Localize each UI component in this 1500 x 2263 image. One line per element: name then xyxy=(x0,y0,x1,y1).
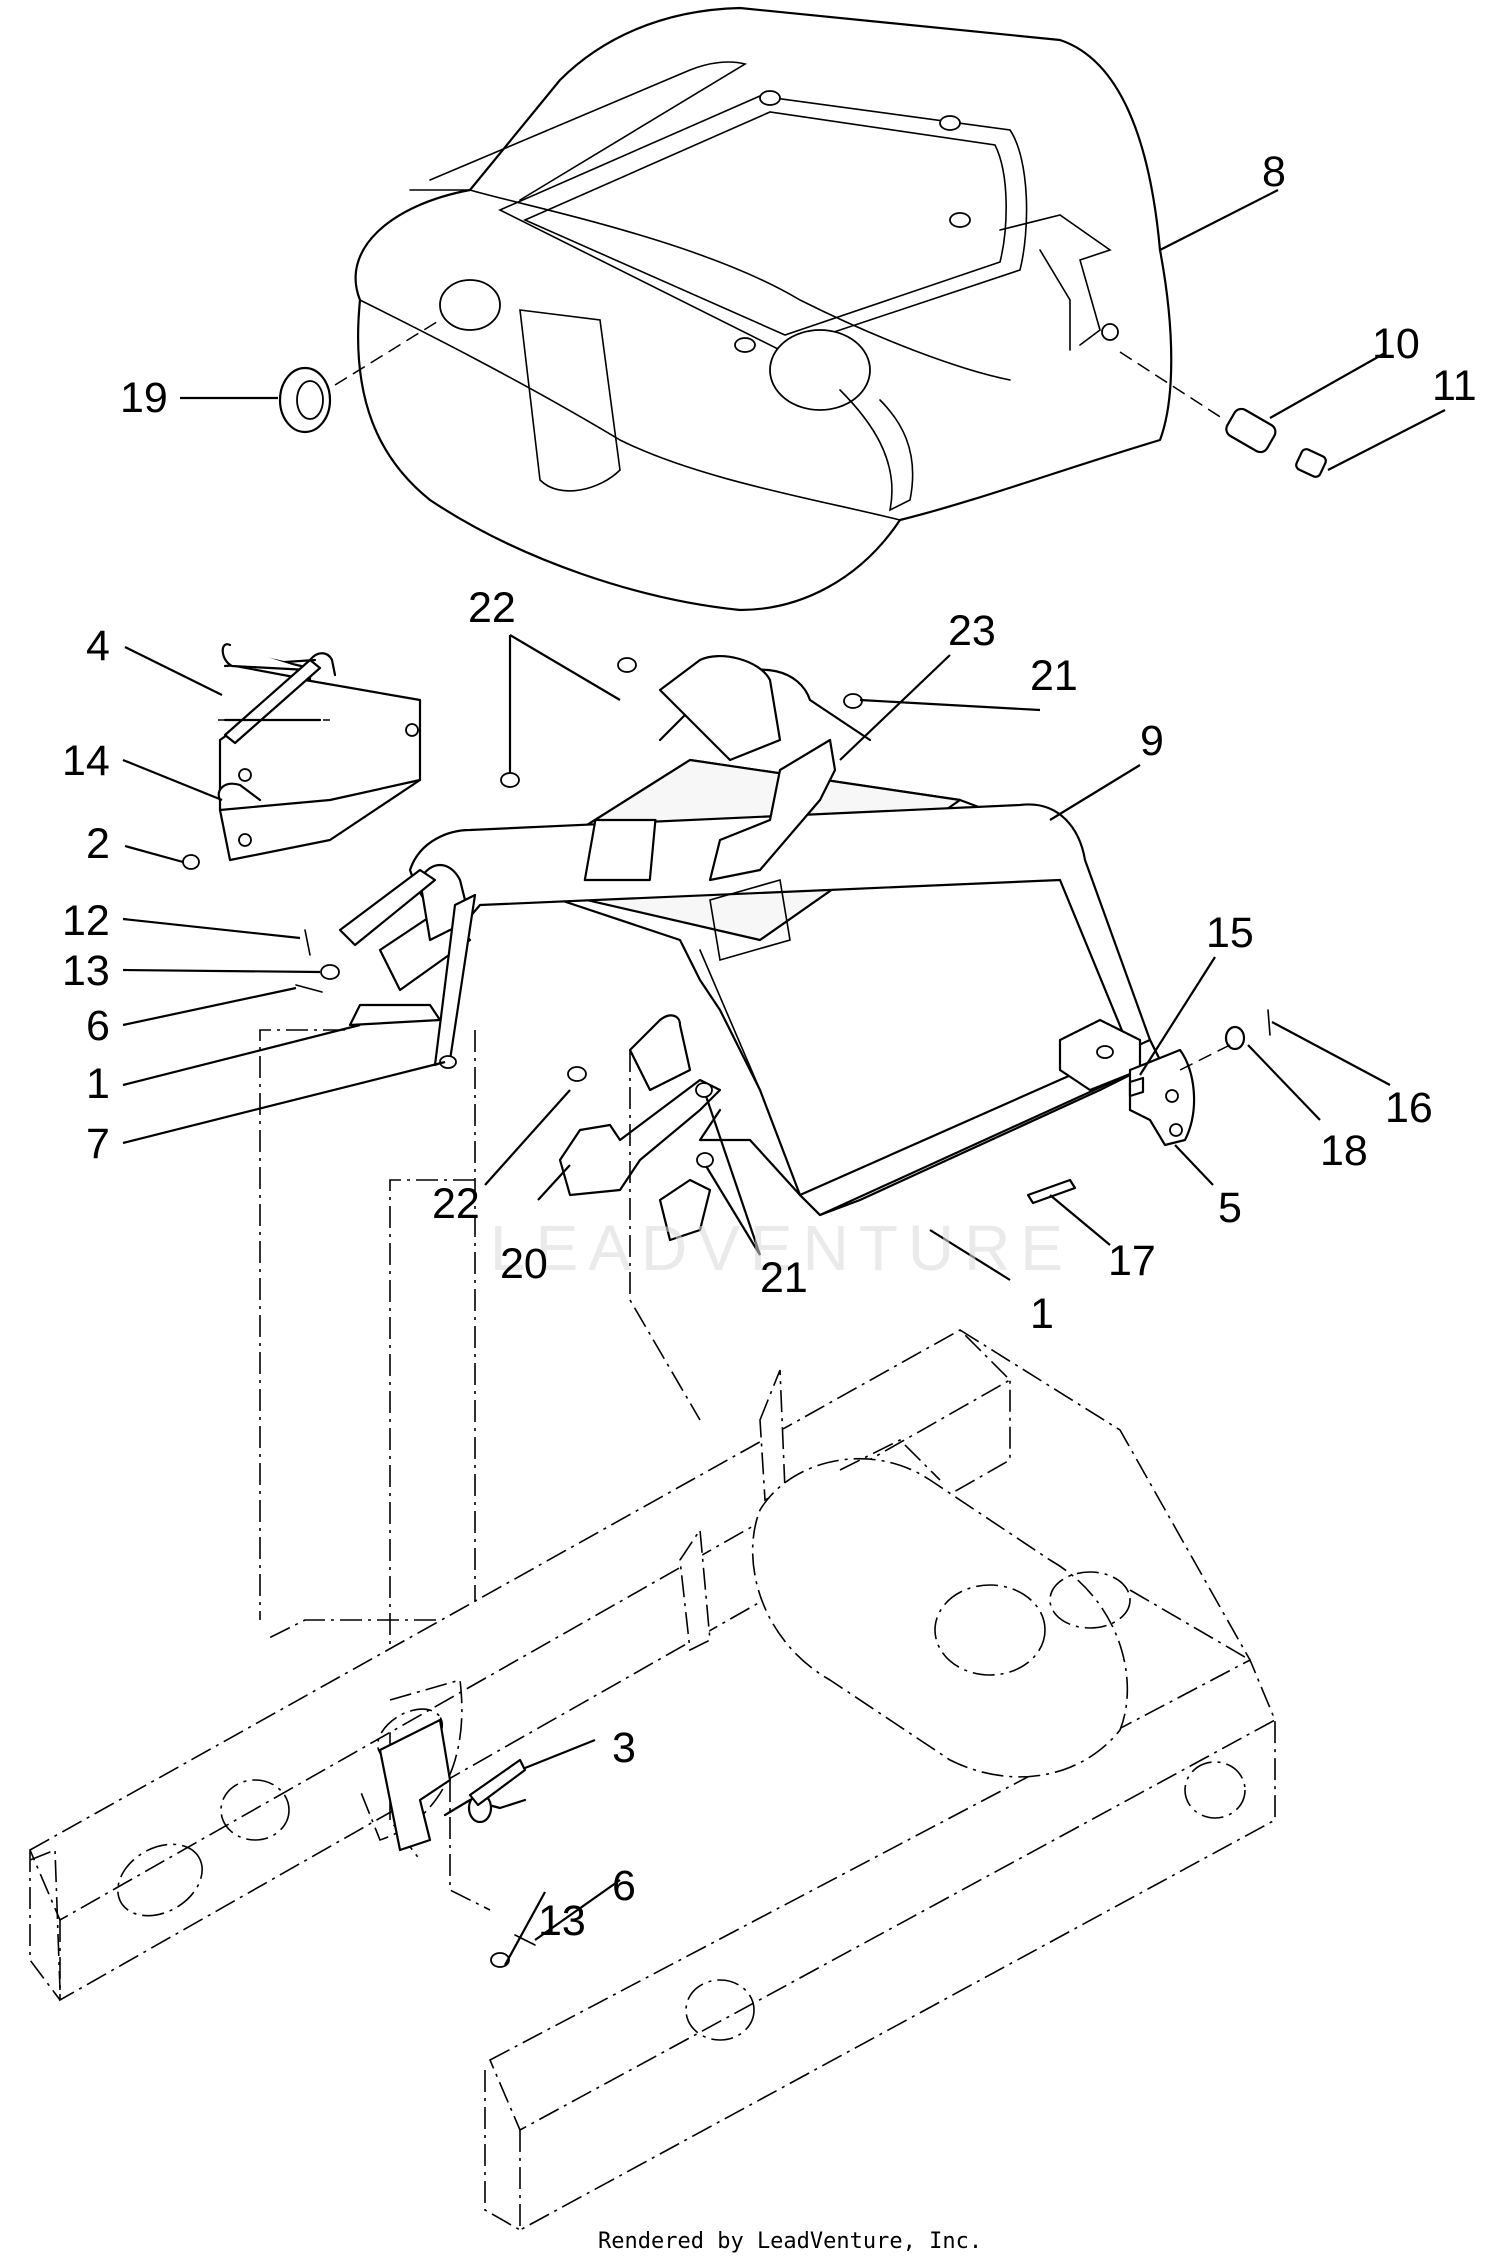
callout-13-upper: 13 xyxy=(62,947,110,995)
callout-19: 19 xyxy=(120,374,168,422)
callout-22-upper: 22 xyxy=(468,584,516,632)
watermark: LEADVENTURE xyxy=(490,1212,1073,1284)
seat-frame xyxy=(378,655,1162,1217)
chassis-center xyxy=(359,1369,1131,1841)
callout-1-bottom: 1 xyxy=(1030,1290,1054,1338)
leader-lines xyxy=(122,189,1446,1966)
seat-switch-bracket xyxy=(500,657,863,1242)
callout-12: 12 xyxy=(62,897,110,945)
latch-bracket xyxy=(708,738,837,882)
callout-6-lower: 6 xyxy=(612,1862,636,1910)
knob-assembly xyxy=(1119,351,1327,478)
seal-ring xyxy=(278,319,441,434)
callout-11: 11 xyxy=(1432,362,1477,410)
left-hardware xyxy=(295,893,477,1069)
callout-2: 2 xyxy=(86,820,110,868)
callout-3: 3 xyxy=(612,1724,636,1772)
callout-20: 20 xyxy=(500,1240,548,1288)
callout-6-upper: 6 xyxy=(86,1002,110,1050)
callout-9: 9 xyxy=(1140,717,1164,765)
callout-21-lower: 21 xyxy=(760,1254,808,1302)
callout-18: 18 xyxy=(1320,1127,1368,1175)
footer-credit: Rendered by LeadVenture, Inc. xyxy=(598,2229,982,2254)
chassis-frame xyxy=(28,1329,1277,2232)
callout-1-left: 1 xyxy=(86,1060,110,1108)
callout-15: 15 xyxy=(1206,909,1254,957)
lower-latch-hook xyxy=(378,1718,536,1968)
right-latch xyxy=(1026,1009,1271,1205)
callout-23: 23 xyxy=(948,607,996,655)
callout-13-lower: 13 xyxy=(538,1897,586,1945)
callout-7: 7 xyxy=(86,1120,110,1168)
callout-4: 4 xyxy=(86,622,110,670)
callout-10: 10 xyxy=(1372,320,1420,368)
callout-21-upper: 21 xyxy=(1030,652,1078,700)
hinge-plate xyxy=(182,643,437,947)
callout-8: 8 xyxy=(1262,148,1286,196)
callout-14: 14 xyxy=(62,737,110,785)
seat-shroud xyxy=(354,6,1173,612)
callout-17: 17 xyxy=(1108,1237,1156,1285)
callouts: 8 19 10 11 4 14 2 12 13 6 1 7 22 23 21 9… xyxy=(62,148,1477,1945)
callout-5: 5 xyxy=(1218,1184,1242,1232)
callout-22-lower: 22 xyxy=(432,1180,480,1228)
callout-16: 16 xyxy=(1385,1084,1433,1132)
